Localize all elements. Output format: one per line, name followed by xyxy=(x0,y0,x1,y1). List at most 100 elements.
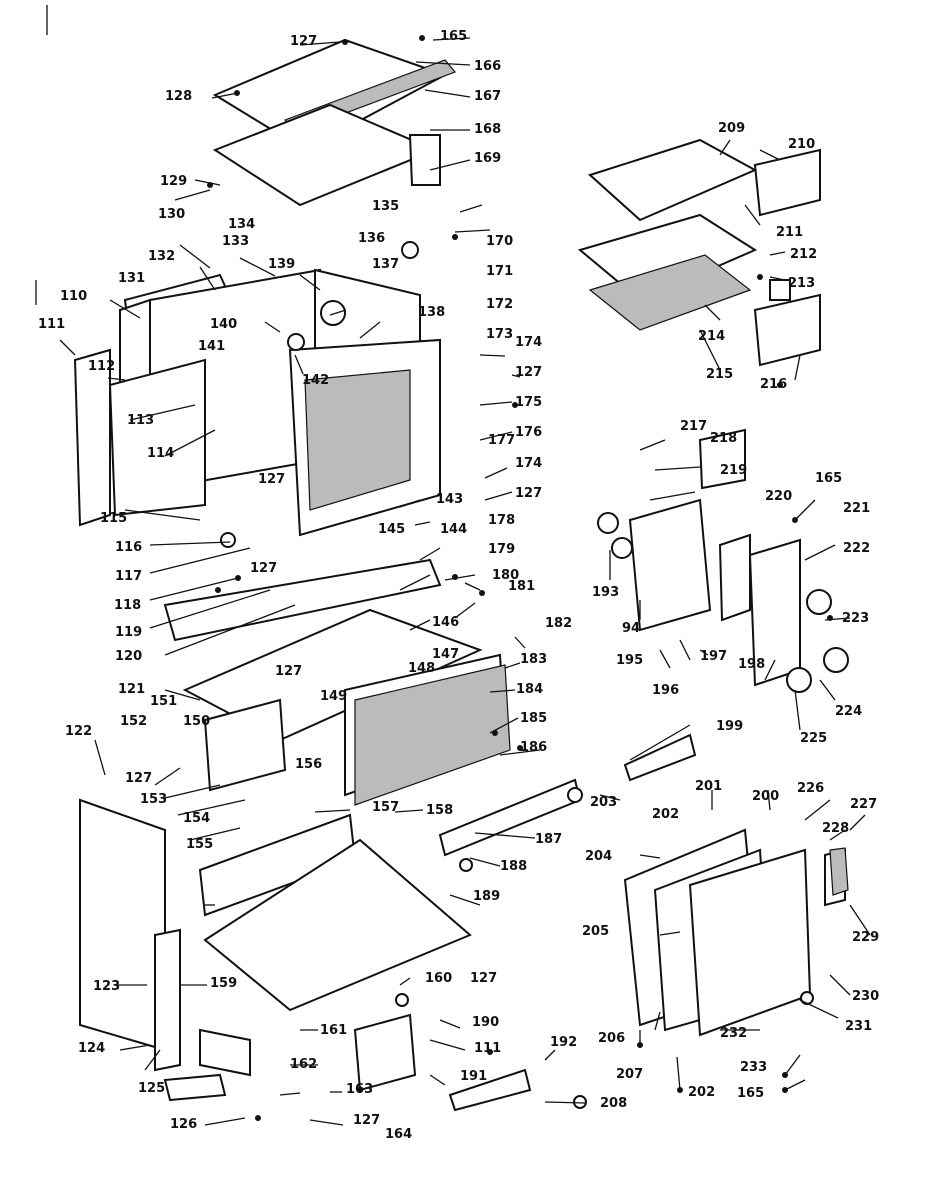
leader-line xyxy=(849,904,871,936)
part-label-224: 224 xyxy=(835,704,862,719)
leader-line xyxy=(704,304,721,321)
fastener-dot xyxy=(512,402,518,408)
part-label-115: 115 xyxy=(100,511,127,526)
leader-line xyxy=(464,582,481,591)
leader-line xyxy=(794,499,816,521)
part-label-135: 135 xyxy=(372,199,399,214)
leader-line xyxy=(294,354,304,375)
part-label-159: 159 xyxy=(210,976,237,991)
part-label-188: 188 xyxy=(500,859,527,874)
part-label-202: 202 xyxy=(688,1085,715,1100)
part-label-223: 223 xyxy=(842,611,869,626)
leader-line xyxy=(459,204,483,213)
part-label-191: 191 xyxy=(460,1069,487,1084)
part-label-206: 206 xyxy=(598,1031,625,1046)
leader-line xyxy=(189,827,241,841)
part-label-144: 144 xyxy=(440,522,467,537)
part-label-124: 124 xyxy=(78,1041,105,1056)
part-label-169: 169 xyxy=(474,151,501,166)
part-label-179: 179 xyxy=(488,542,515,557)
fastener-dot xyxy=(215,587,221,593)
leader-line xyxy=(544,1101,586,1104)
fastener-dot xyxy=(677,1087,683,1093)
leader-line xyxy=(449,894,481,906)
leader-line xyxy=(699,649,709,656)
terminal-block xyxy=(628,498,712,632)
leader-line xyxy=(394,809,424,813)
part-label-127: 127 xyxy=(258,472,285,487)
leader-line xyxy=(329,309,347,316)
leader-line xyxy=(819,679,836,701)
fastener-dot xyxy=(517,745,523,751)
part-label-215: 215 xyxy=(706,367,733,382)
leader-line xyxy=(174,189,211,201)
part-label-137: 137 xyxy=(372,257,399,272)
part-label-127: 127 xyxy=(290,34,317,49)
part-label-175: 175 xyxy=(515,395,542,410)
part-label-129: 129 xyxy=(160,174,187,189)
part-label-158: 158 xyxy=(426,803,453,818)
part-label-127: 127 xyxy=(275,664,302,679)
part-label-126: 126 xyxy=(170,1117,197,1132)
part-label-167: 167 xyxy=(474,89,501,104)
part-label-232: 232 xyxy=(720,1026,747,1041)
leader-line xyxy=(744,204,761,226)
door-panel-stack-2 xyxy=(354,664,511,806)
part-label-151: 151 xyxy=(150,694,177,709)
part-label-143: 143 xyxy=(436,492,463,507)
fastener-dot xyxy=(452,234,458,240)
part-label-165: 165 xyxy=(440,29,467,44)
element-terminal xyxy=(287,333,305,351)
part-label-140: 140 xyxy=(210,317,237,332)
part-label-139: 139 xyxy=(268,257,295,272)
part-label-134: 134 xyxy=(228,217,255,232)
part-label-203: 203 xyxy=(590,795,617,810)
part-label-213: 213 xyxy=(788,276,815,291)
leader-line xyxy=(484,491,513,501)
part-label-184: 184 xyxy=(516,682,543,697)
leader-line xyxy=(676,1056,681,1091)
part-label-161: 161 xyxy=(320,1023,347,1038)
part-label-177: 177 xyxy=(488,433,515,448)
leader-line xyxy=(639,854,661,859)
part-label-180: 180 xyxy=(492,568,519,583)
grommet-160 xyxy=(395,993,409,1007)
fastener-dot xyxy=(479,590,485,596)
leader-line xyxy=(479,431,513,441)
part-label-208: 208 xyxy=(600,1096,627,1111)
leader-line xyxy=(769,251,786,256)
leader-line xyxy=(699,329,721,371)
knob-225 xyxy=(786,667,812,693)
leader-line xyxy=(764,659,776,681)
leader-line xyxy=(399,499,421,508)
switch-bracket xyxy=(718,533,751,622)
part-label-214: 214 xyxy=(698,329,725,344)
oven-front-opening xyxy=(304,369,411,511)
part-label-163: 163 xyxy=(346,1082,373,1097)
leader-line xyxy=(429,159,471,171)
leader-line xyxy=(415,61,471,66)
drawer-roller xyxy=(163,1073,227,1102)
part-label-122: 122 xyxy=(65,724,92,739)
part-label-195: 195 xyxy=(616,653,643,668)
fastener-dot xyxy=(207,182,213,188)
leader-line xyxy=(439,1019,461,1029)
part-label-230: 230 xyxy=(852,989,879,1004)
leader-line xyxy=(659,649,671,669)
sensor-clip xyxy=(769,279,791,301)
oven-light-socket xyxy=(320,300,346,326)
leader-line xyxy=(429,1039,466,1051)
fastener-dot xyxy=(235,575,241,581)
part-label-166: 166 xyxy=(474,59,501,74)
part-label-136: 136 xyxy=(358,231,385,246)
part-label-165: 165 xyxy=(815,471,842,486)
leader-line xyxy=(489,689,516,693)
part-label-200: 200 xyxy=(752,789,779,804)
leader-line xyxy=(154,767,181,786)
leader-line xyxy=(204,1117,246,1126)
oven-rack-top xyxy=(588,138,758,222)
leader-line xyxy=(499,749,541,756)
bushing-208 xyxy=(573,1095,587,1109)
power-cord xyxy=(448,1068,532,1112)
leader-line xyxy=(424,89,471,98)
